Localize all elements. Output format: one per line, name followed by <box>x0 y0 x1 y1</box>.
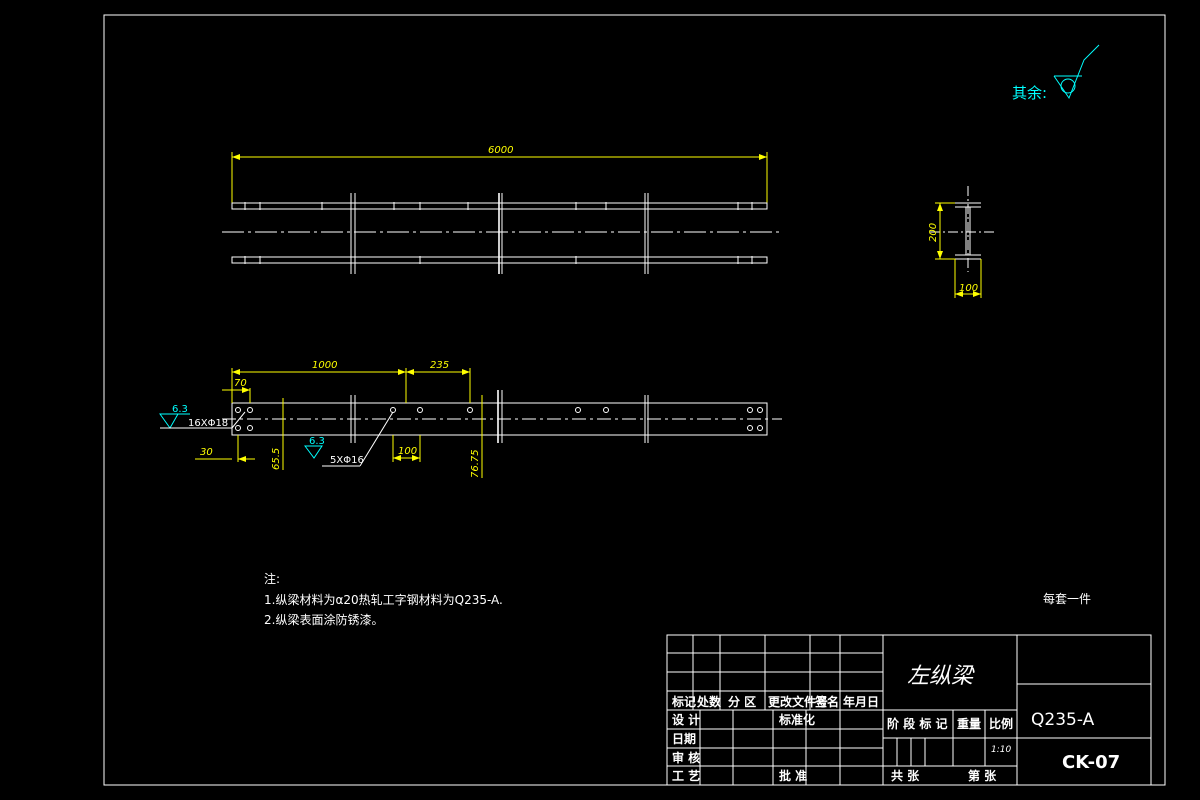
bolt-holes <box>235 407 763 431</box>
rev-header-mark: 标记 <box>671 694 696 709</box>
standardization-label: 标准化 <box>778 712 815 727</box>
section-height-dim: 200 <box>928 223 939 242</box>
elevation-view: 6000 <box>222 145 782 274</box>
design-label: 设 计 <box>672 712 700 727</box>
dim-100: 100 <box>398 446 417 457</box>
sheet-number-label: 第 张 <box>968 768 997 783</box>
rev-header-count: 处数 <box>696 694 722 709</box>
surface-finish-symbol: 其余: <box>1012 44 1100 102</box>
note-line-1: 1.纵梁材料为α20热轧工字钢材料为Q235-A. <box>264 592 503 607</box>
date-label: 日期 <box>672 731 696 746</box>
hole-callout-2: 5XΦ16 <box>330 455 364 466</box>
dim-30: 30 <box>200 447 213 458</box>
dim-70: 70 <box>234 378 247 389</box>
scale-value: 1:10 <box>991 745 1011 755</box>
note-line-2: 2.纵梁表面涂防锈漆。 <box>264 612 383 627</box>
title-block: 标记 处数 分 区 更改文件号 签名 年月日 设 计 日期 审 核 工 艺 标准… <box>666 634 1152 786</box>
scale-label: 比例 <box>989 716 1013 731</box>
material-text: Q235-A <box>1031 710 1095 730</box>
roughness-symbol-2 <box>304 445 323 459</box>
process-label: 工 艺 <box>672 768 700 783</box>
roughness-value-2: 6.3 <box>309 436 325 447</box>
drawing-frame <box>103 14 1166 786</box>
hole-callout-1: 16XΦ18 <box>188 418 228 429</box>
dim-1000: 1000 <box>312 360 337 371</box>
total-sheets-label: 共 张 <box>891 768 920 783</box>
length-dimension-text: 6000 <box>488 145 513 156</box>
section-width-dim: 100 <box>959 283 978 294</box>
dim-235: 235 <box>430 360 449 371</box>
quantity-note: 每套一件 <box>1043 591 1091 606</box>
approve-label: 批 准 <box>779 768 807 783</box>
dim-76-75: 76.75 <box>470 449 481 478</box>
rev-header-zone: 分 区 <box>728 694 756 709</box>
rev-header-doc: 更改文件号 <box>768 694 828 709</box>
roughness-value-1: 6.3 <box>172 404 188 415</box>
notes: 注: 1.纵梁材料为α20热轧工字钢材料为Q235-A. 2.纵梁表面涂防锈漆。 <box>264 571 503 627</box>
review-label: 审 核 <box>672 750 700 765</box>
stage-mark-label: 阶 段 标 记 <box>887 716 948 731</box>
dim-65-5: 65.5 <box>271 448 282 470</box>
section-view: 200 100 <box>928 186 995 298</box>
notes-heading: 注: <box>264 571 280 586</box>
rev-header-date: 年月日 <box>843 694 879 709</box>
surface-finish-label: 其余: <box>1012 84 1047 102</box>
roughness-symbol-1 <box>159 413 179 429</box>
drawing-number: CK-07 <box>1062 752 1120 773</box>
rev-header-sign: 签名 <box>814 694 839 709</box>
elevation-hole-marks <box>244 202 753 264</box>
weight-label: 重量 <box>957 716 981 731</box>
part-name: 左纵梁 <box>907 664 975 689</box>
plan-view: 1000 235 70 30 65.5 100 76.75 6.3 16XΦ18 <box>159 360 782 478</box>
